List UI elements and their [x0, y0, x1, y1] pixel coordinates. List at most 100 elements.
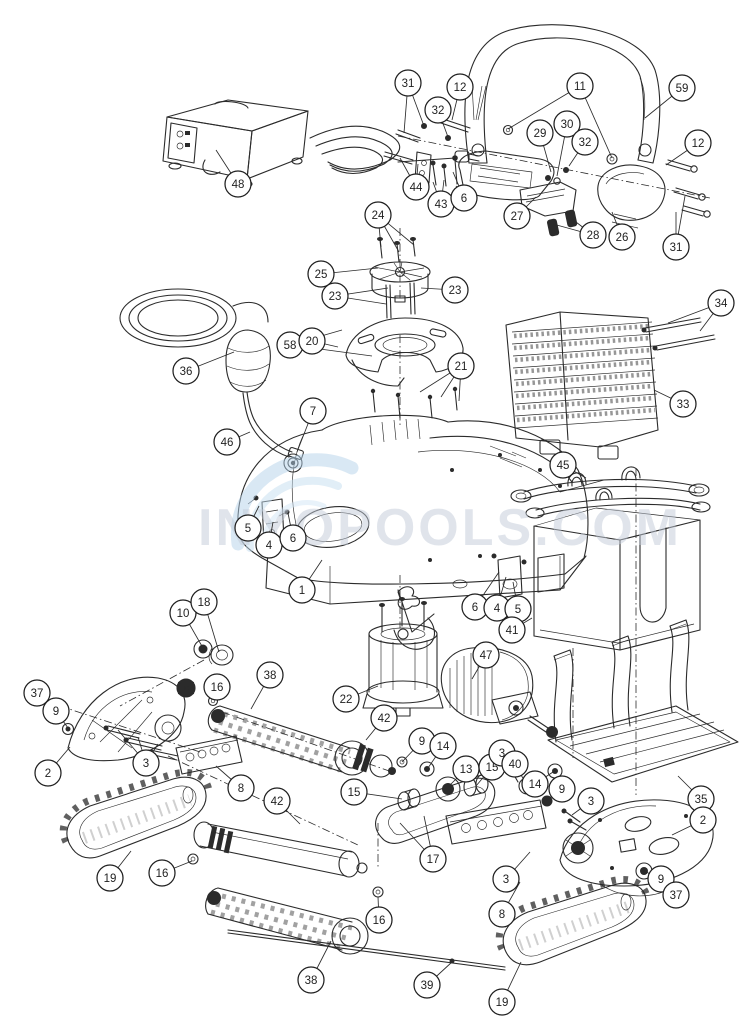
callout-balloon-23[interactable]: 23	[441, 276, 469, 304]
callout-balloon-6[interactable]: 6	[461, 593, 489, 621]
svg-text:6: 6	[461, 193, 467, 205]
callout-balloon-41[interactable]: 41	[498, 616, 526, 644]
callout-balloon-38[interactable]: 38	[297, 966, 325, 994]
svg-text:13: 13	[460, 764, 473, 776]
callout-balloon-14[interactable]: 14	[521, 770, 549, 798]
svg-text:33: 33	[677, 399, 690, 411]
callout-balloon-8[interactable]: 8	[227, 774, 255, 802]
cable-float	[225, 329, 271, 393]
svg-text:7: 7	[310, 406, 316, 418]
svg-text:43: 43	[435, 199, 448, 211]
callout-balloon-13[interactable]: 13	[452, 755, 480, 783]
callout-balloon-18[interactable]: 18	[190, 588, 218, 616]
callout-balloon-27[interactable]: 27	[503, 202, 531, 230]
svg-text:38: 38	[305, 975, 318, 987]
svg-text:16: 16	[156, 868, 169, 880]
svg-text:14: 14	[437, 741, 450, 753]
callout-balloon-32[interactable]: 32	[424, 96, 452, 124]
callout-balloon-39[interactable]: 39	[413, 971, 441, 999]
callout-balloon-1[interactable]: 1	[288, 576, 316, 604]
callout-balloon-24[interactable]: 24	[364, 201, 392, 229]
callout-balloon-10[interactable]: 10	[169, 599, 197, 627]
callout-balloon-44[interactable]: 44	[402, 173, 430, 201]
svg-text:26: 26	[616, 232, 629, 244]
callout-balloon-14[interactable]: 14	[429, 732, 457, 760]
svg-text:35: 35	[695, 794, 708, 806]
callout-balloon-31[interactable]: 31	[662, 233, 690, 261]
callout-balloon-2[interactable]: 2	[689, 806, 717, 834]
callout-balloon-11[interactable]: 11	[566, 72, 594, 100]
callout-balloon-19[interactable]: 19	[488, 988, 516, 1016]
callout-balloon-29[interactable]: 29	[526, 119, 554, 147]
callout-balloon-4[interactable]: 4	[255, 531, 283, 559]
callout-balloon-5[interactable]: 5	[234, 514, 262, 542]
svg-text:42: 42	[271, 796, 284, 808]
svg-text:12: 12	[454, 82, 467, 94]
callout-balloon-12[interactable]: 12	[684, 129, 712, 157]
callout-balloon-19[interactable]: 19	[96, 864, 124, 892]
callout-balloon-22[interactable]: 22	[332, 685, 360, 713]
svg-text:19: 19	[496, 997, 509, 1009]
callout-balloon-12[interactable]: 12	[446, 73, 474, 101]
gear-rack-right	[445, 799, 547, 845]
svg-text:37: 37	[670, 890, 683, 902]
callout-balloon-9[interactable]: 9	[42, 697, 70, 725]
callout-balloon-17[interactable]: 17	[419, 845, 447, 873]
callout-balloon-35[interactable]: 35	[687, 785, 715, 813]
callout-balloon-16[interactable]: 16	[365, 906, 393, 934]
callout-balloon-8[interactable]: 8	[488, 900, 516, 928]
callout-balloon-43[interactable]: 43	[427, 190, 455, 218]
svg-text:6: 6	[472, 602, 478, 614]
carry-handle	[464, 24, 661, 164]
callout-balloon-59[interactable]: 59	[668, 74, 696, 102]
callout-balloon-34[interactable]: 34	[707, 289, 735, 317]
callout-balloon-9[interactable]: 9	[548, 775, 576, 803]
svg-text:32: 32	[579, 137, 592, 149]
callout-balloon-20[interactable]: 20	[298, 327, 326, 355]
callout-balloon-26[interactable]: 26	[608, 223, 636, 251]
svg-text:38: 38	[264, 670, 277, 682]
callout-balloon-25[interactable]: 25	[307, 260, 335, 288]
callout-balloon-30[interactable]: 30	[553, 110, 581, 138]
callout-balloon-33[interactable]: 33	[669, 390, 697, 418]
bottom-frame	[547, 619, 739, 783]
callout-balloon-3[interactable]: 3	[492, 865, 520, 893]
callout-balloon-36[interactable]: 36	[172, 357, 200, 385]
svg-text:11: 11	[574, 81, 586, 93]
callout-balloon-28[interactable]: 28	[579, 221, 607, 249]
callout-balloon-32[interactable]: 32	[571, 128, 599, 156]
callout-balloon-15[interactable]: 15	[340, 778, 368, 806]
callout-balloon-16[interactable]: 16	[203, 673, 231, 701]
callout-balloon-3[interactable]: 3	[132, 749, 160, 777]
svg-text:8: 8	[499, 909, 505, 921]
callout-balloon-45[interactable]: 45	[549, 451, 577, 479]
callout-balloon-2[interactable]: 2	[34, 759, 62, 787]
callout-balloon-16[interactable]: 16	[148, 859, 176, 887]
drive-belt-assembly	[375, 774, 496, 844]
callout-balloon-37[interactable]: 37	[662, 881, 690, 909]
svg-text:23: 23	[329, 291, 342, 303]
callout-balloon-7[interactable]: 7	[299, 397, 327, 425]
callout-balloon-31[interactable]: 31	[394, 69, 422, 97]
callout-balloon-42[interactable]: 42	[263, 787, 291, 815]
callout-balloon-6[interactable]: 6	[279, 524, 307, 552]
callout-balloon-3[interactable]: 3	[577, 787, 605, 815]
svg-text:39: 39	[421, 980, 434, 992]
svg-text:47: 47	[480, 650, 493, 662]
callout-balloon-6[interactable]: 6	[450, 184, 478, 212]
callout-balloon-40[interactable]: 40	[501, 750, 529, 778]
axle-rod	[227, 929, 506, 971]
callout-balloon-38[interactable]: 38	[256, 661, 284, 689]
callout-balloon-23[interactable]: 23	[321, 282, 349, 310]
callout-balloon-37[interactable]: 37	[23, 679, 51, 707]
callout-balloon-46[interactable]: 46	[213, 428, 241, 456]
callout-balloon-42[interactable]: 42	[370, 704, 398, 732]
callout-balloon-47[interactable]: 47	[472, 641, 500, 669]
svg-text:28: 28	[587, 230, 600, 242]
floating-cable	[119, 288, 304, 473]
callout-balloon-48[interactable]: 48	[224, 170, 252, 198]
svg-text:2: 2	[45, 768, 51, 780]
callout-balloon-58[interactable]: 58	[276, 331, 304, 359]
callout-balloon-21[interactable]: 21	[447, 352, 475, 380]
